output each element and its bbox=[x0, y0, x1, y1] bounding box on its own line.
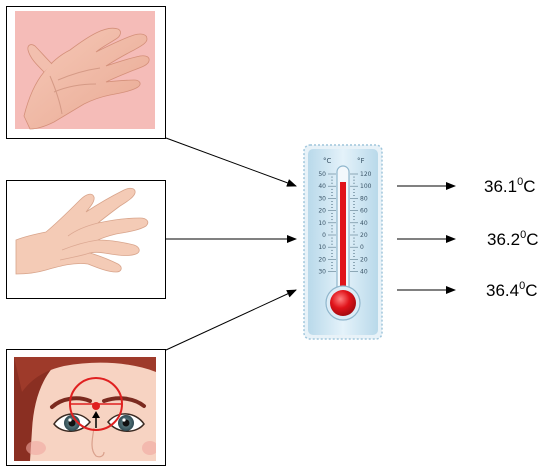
celsius-scale-label: 10 bbox=[318, 244, 326, 251]
fahrenheit-scale-label: 40 bbox=[360, 269, 368, 276]
mercury-column bbox=[340, 182, 346, 302]
fahrenheit-scale-label: 0 bbox=[360, 244, 364, 251]
celsius-scale-label: 30 bbox=[318, 269, 326, 276]
thermometer-bulb bbox=[330, 290, 356, 316]
forehead-illustration bbox=[14, 357, 158, 461]
fahrenheit-scale-label: 40 bbox=[360, 220, 368, 227]
reading-back-of-hand: 36.20C bbox=[487, 229, 539, 249]
panel-back-of-hand bbox=[7, 181, 166, 299]
fahrenheit-scale-label: 20 bbox=[360, 232, 368, 239]
celsius-scale-label: 30 bbox=[318, 195, 326, 202]
reading-palm: 36.10C bbox=[484, 176, 536, 196]
celsius-label: °C bbox=[323, 157, 332, 165]
fahrenheit-label: °F bbox=[357, 157, 365, 165]
celsius-scale-label: 20 bbox=[318, 208, 326, 215]
fahrenheit-scale-label: 20 bbox=[360, 256, 368, 263]
celsius-scale-label: 20 bbox=[318, 256, 326, 263]
panel-palm-of-hand bbox=[7, 7, 166, 139]
fahrenheit-scale-label: 80 bbox=[360, 195, 368, 202]
celsius-scale-label: 10 bbox=[318, 220, 326, 227]
reading-forehead: 36.40C bbox=[486, 280, 538, 300]
celsius-scale-label: 0 bbox=[322, 232, 326, 239]
celsius-scale-label: 50 bbox=[318, 171, 326, 178]
fahrenheit-scale-label: 60 bbox=[360, 208, 368, 215]
fahrenheit-scale-label: 100 bbox=[360, 183, 372, 190]
measurement-point bbox=[92, 402, 100, 410]
arrow-palm-to-thermometer bbox=[166, 138, 296, 186]
fahrenheit-scale-label: 120 bbox=[360, 171, 372, 178]
celsius-scale: 50 40 30 20 10 0 10 20 30 bbox=[318, 171, 326, 276]
arrow-forehead-to-thermometer bbox=[166, 290, 296, 350]
celsius-scale-label: 40 bbox=[318, 183, 326, 190]
panel-forehead bbox=[7, 350, 166, 466]
